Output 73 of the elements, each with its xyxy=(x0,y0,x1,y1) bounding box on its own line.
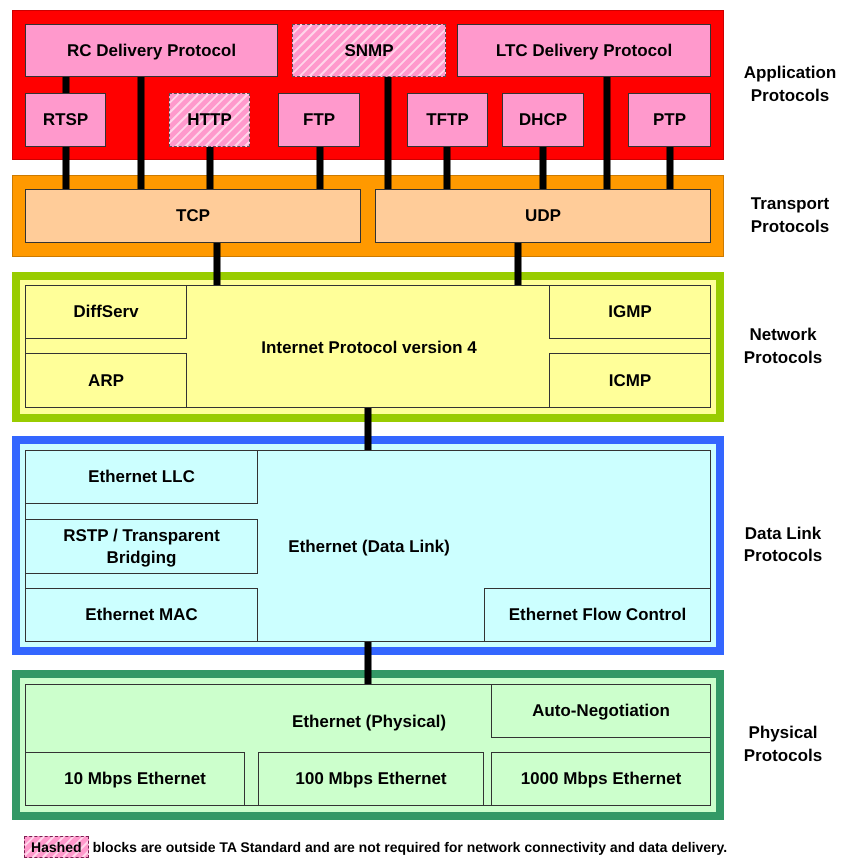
protocol-name: 10 Mbps Ethernet xyxy=(64,768,206,790)
protocol-box xyxy=(375,189,711,243)
legend-text: blocks are outside TA Standard and are not required for network connectivity and data delivery. xyxy=(92,839,728,855)
protocol-name: Auto-Negotiation xyxy=(532,700,670,722)
protocol-box xyxy=(25,450,711,642)
protocol-name: ICMP xyxy=(608,370,652,392)
connector-line xyxy=(384,77,392,189)
protocol-name: 100 Mbps Ethernet xyxy=(295,768,447,790)
protocol-name: UDP xyxy=(525,205,561,227)
protocol-name: TCP xyxy=(176,205,210,227)
layer-heading: Data Link Protocols xyxy=(742,522,824,568)
protocol-box xyxy=(549,353,711,408)
connector-line xyxy=(206,147,214,189)
protocol-box xyxy=(278,93,360,147)
protocol-name: DHCP xyxy=(518,109,568,131)
layer-heading: Application Protocols xyxy=(742,62,838,107)
protocol-name: Ethernet Flow Control xyxy=(508,604,686,626)
layer-heading: Transport Protocols xyxy=(750,193,830,238)
protocol-box xyxy=(491,684,711,738)
protocol-box xyxy=(25,588,258,642)
protocol-box xyxy=(25,684,711,806)
protocol-name: RSTP / Transparent Bridging xyxy=(62,525,221,568)
protocol-box xyxy=(25,752,245,806)
protocol-box xyxy=(25,93,106,147)
layer-heading: Physical Protocols xyxy=(742,722,824,767)
connector-line xyxy=(364,642,372,684)
connector-line xyxy=(444,147,450,189)
protocol-name: RC Delivery Protocol xyxy=(66,40,236,62)
protocol-name: PTP xyxy=(652,109,686,131)
protocol-box xyxy=(25,519,258,574)
protocol-box xyxy=(25,353,187,408)
protocol-box xyxy=(491,752,711,806)
connector-line xyxy=(62,147,70,189)
protocol-name: Ethernet (Data Link) xyxy=(288,537,450,557)
protocol-name: ARP xyxy=(88,370,124,392)
connector-line xyxy=(604,77,610,189)
protocol-name: Ethernet LLC xyxy=(88,466,195,488)
hatched-sample: Hashed xyxy=(24,836,89,858)
connector-line xyxy=(316,147,324,189)
protocol-box xyxy=(25,285,187,339)
protocol-name: RTSP xyxy=(42,109,88,131)
hatched-protocol-box xyxy=(169,93,250,147)
protocol-name: 1000 Mbps Ethernet xyxy=(520,768,682,790)
protocol-name: Ethernet (Physical) xyxy=(292,712,446,732)
protocol-name: FTP xyxy=(302,109,336,131)
layer-heading: Network Protocols xyxy=(742,324,824,369)
protocol-name: SNMP xyxy=(344,40,394,62)
protocol-name: DiffServ xyxy=(73,301,139,323)
protocol-box xyxy=(457,24,711,77)
protocol-box xyxy=(25,285,711,408)
protocol-box xyxy=(25,450,258,504)
connector-line xyxy=(540,147,546,189)
protocol-name: HTTP xyxy=(187,109,232,131)
protocol-box xyxy=(25,24,278,77)
protocol-name: LTC Delivery Protocol xyxy=(496,40,672,62)
protocol-name: IGMP xyxy=(608,301,652,323)
connector-line xyxy=(214,243,220,285)
connector-line xyxy=(514,243,522,285)
protocol-box xyxy=(502,93,584,147)
protocol-box xyxy=(549,285,711,339)
protocol-name: Internet Protocol version 4 xyxy=(261,338,477,358)
connector-line xyxy=(666,147,674,189)
protocol-name: TFTP xyxy=(426,109,469,131)
connector-line xyxy=(138,77,144,189)
protocol-name: Ethernet MAC xyxy=(85,604,198,626)
protocol-box xyxy=(628,93,711,147)
connector-line xyxy=(364,408,372,450)
protocol-box xyxy=(258,752,484,806)
protocol-box xyxy=(25,189,361,243)
connector-line xyxy=(62,77,70,93)
protocol-box xyxy=(484,588,711,642)
protocol-box xyxy=(407,93,488,147)
hatched-protocol-box xyxy=(292,24,446,77)
